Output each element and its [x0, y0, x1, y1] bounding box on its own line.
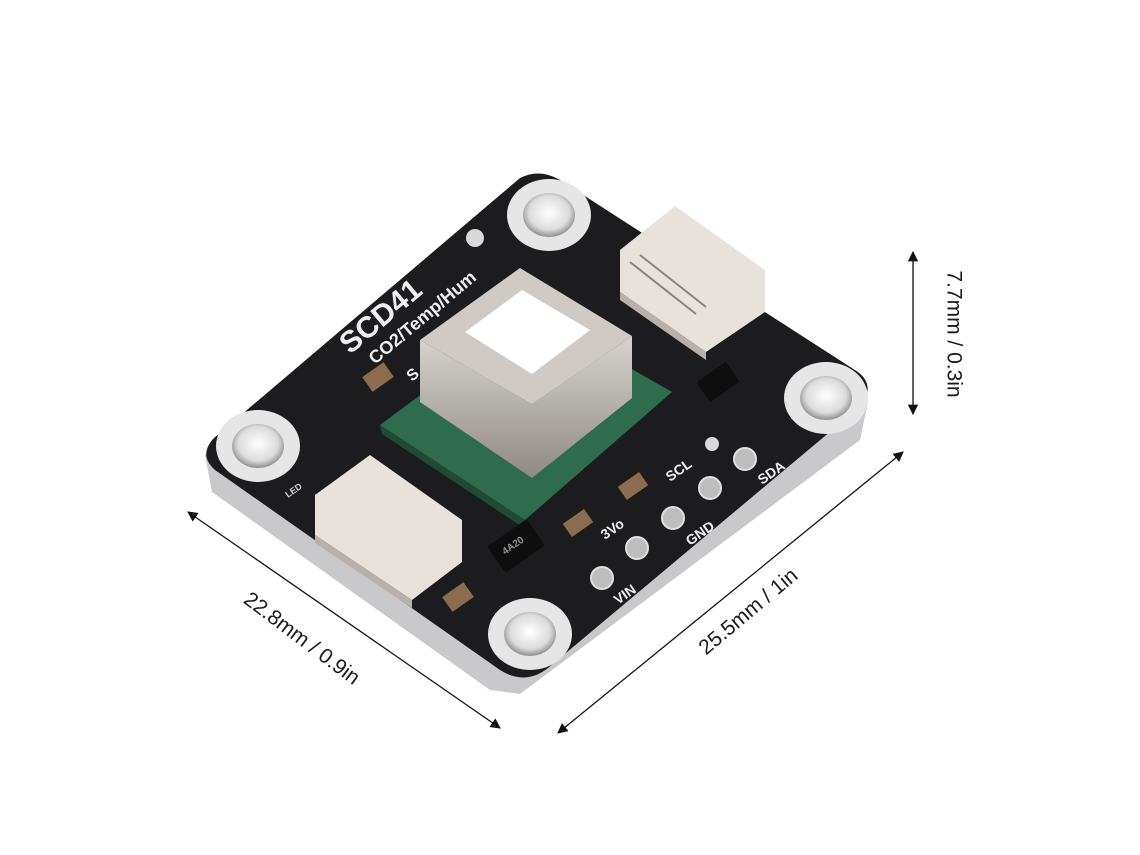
- indicator-dot: [466, 229, 484, 247]
- connector-top-right: [620, 206, 765, 360]
- sensor-window: [465, 290, 590, 374]
- mounting-hole: [504, 612, 556, 656]
- pin-pad-gnd: [661, 506, 685, 530]
- pcb-board: SCD41 CO2/Temp/Hum S 4A20 LED VIN 3Vo GN…: [205, 173, 868, 694]
- sensor-base-edge: [380, 425, 527, 530]
- height-dimension-label: 7.7mm / 0.3in: [942, 270, 966, 398]
- mounting-hole: [800, 376, 852, 420]
- pin-pad-scl: [698, 476, 722, 500]
- mounting-hole: [232, 424, 284, 468]
- ic-chip: [696, 361, 740, 403]
- pin-pad-sda: [733, 447, 757, 471]
- mounting-holes: [216, 179, 868, 670]
- length-dimension-line: [557, 451, 904, 734]
- pin-pads: [590, 447, 757, 590]
- width-dimension-line: [187, 511, 501, 729]
- pin-pad-vin: [590, 566, 614, 590]
- ic-chip: [487, 519, 545, 573]
- sensor-can-side: [420, 336, 632, 478]
- indicator-dot: [705, 437, 719, 451]
- dimension-lines: [187, 250, 919, 734]
- mounting-hole: [523, 193, 575, 237]
- connector-bottom-left: [315, 455, 462, 608]
- smd-components: [362, 362, 649, 612]
- pin-pad-3vo: [625, 536, 649, 560]
